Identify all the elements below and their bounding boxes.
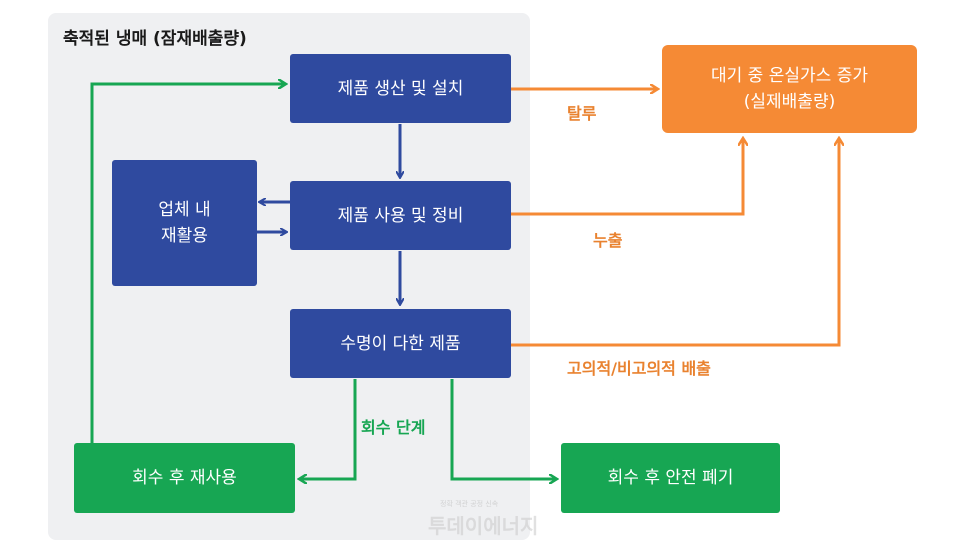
intentional-emission-label: 고의적/비고의적 배출 xyxy=(567,359,711,378)
leak-label: 누출 xyxy=(593,231,623,250)
recycling-box: 업체 내 재활용 xyxy=(112,160,257,286)
watermark-logo: 투데이에너지 xyxy=(428,514,539,538)
usage-box: 제품 사용 및 정비 xyxy=(290,181,511,250)
arrow-reuse-to-production xyxy=(90,84,285,443)
arrow-endoflife-to-disposal xyxy=(450,379,556,479)
arrow-endoflife-to-reuse xyxy=(300,379,357,479)
production-box: 제품 생산 및 설치 xyxy=(290,54,511,123)
reuse-box: 회수 후 재사용 xyxy=(74,443,295,513)
escape-label: 탈루 xyxy=(567,104,597,123)
watermark-tagline: 정확 객관 공정 신속 xyxy=(440,500,499,508)
end-of-life-box: 수명이 다한 제품 xyxy=(290,309,511,378)
panel-title: 축적된 냉매 (잠재배출량) xyxy=(63,29,247,49)
disposal-box: 회수 후 안전 폐기 xyxy=(561,443,780,513)
atmosphere-box: 대기 중 온실가스 증가 (실제배출량) xyxy=(662,45,917,133)
arrow-usage-to-atmosphere xyxy=(511,139,743,216)
arrow-endoflife-to-atmosphere xyxy=(511,139,839,347)
recovery-stage-label: 회수 단계 xyxy=(361,418,426,437)
